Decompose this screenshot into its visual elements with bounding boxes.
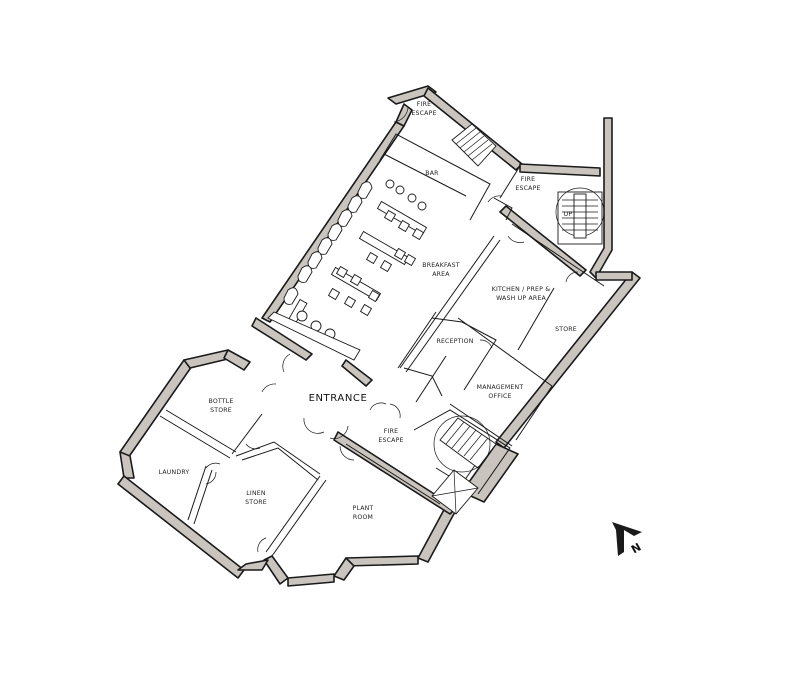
kitchen-label-2: WASH UP AREA xyxy=(496,295,546,302)
fire-escape-top-label-1: FIRE xyxy=(417,101,431,108)
breakfast-area-label-1: BREAKFAST xyxy=(422,262,459,269)
entrance-label: ENTRANCE xyxy=(309,393,368,404)
plant-room-label-1: PLANT xyxy=(353,505,374,512)
room-labels: FIRE ESCAPE BAR FIRE ESCAPE BREAKFAST AR… xyxy=(159,101,577,521)
bar-label: BAR xyxy=(425,170,439,177)
store-label: STORE xyxy=(555,326,577,333)
partitions xyxy=(159,133,605,557)
stair-up-label: UP xyxy=(564,211,573,218)
fire-escape-right-label-2: ESCAPE xyxy=(515,185,540,192)
kitchen-label-1: KITCHEN / PREP & xyxy=(492,286,551,293)
doors xyxy=(205,107,579,553)
management-office-label-1: MANAGEMENT xyxy=(477,384,524,391)
stairs-top xyxy=(451,123,497,167)
stair-core-lower xyxy=(433,415,497,473)
reception-label: RECEPTION xyxy=(436,338,473,345)
breakfast-furniture xyxy=(267,179,428,361)
linen-store-label-2: STORE xyxy=(245,499,267,506)
stair-core-right: UP xyxy=(555,187,605,245)
laundry-label: LAUNDRY xyxy=(159,469,190,476)
bottle-store-label-1: BOTTLE xyxy=(208,398,233,405)
plant-room-label-2: ROOM xyxy=(353,514,373,521)
management-office-label-2: OFFICE xyxy=(488,393,511,400)
fire-escape-bottom-label-1: FIRE xyxy=(384,428,398,435)
bottle-store-label-2: STORE xyxy=(210,407,232,414)
north-label: N xyxy=(629,540,643,556)
fire-escape-right-label-1: FIRE xyxy=(521,176,535,183)
north-arrow-icon: N xyxy=(612,522,643,556)
fire-escape-top-label-2: ESCAPE xyxy=(411,110,436,117)
fire-escape-bottom-label-2: ESCAPE xyxy=(378,437,403,444)
breakfast-area-label-2: AREA xyxy=(432,271,450,278)
walls xyxy=(117,85,641,587)
linen-store-label-1: LINEN xyxy=(246,490,266,497)
